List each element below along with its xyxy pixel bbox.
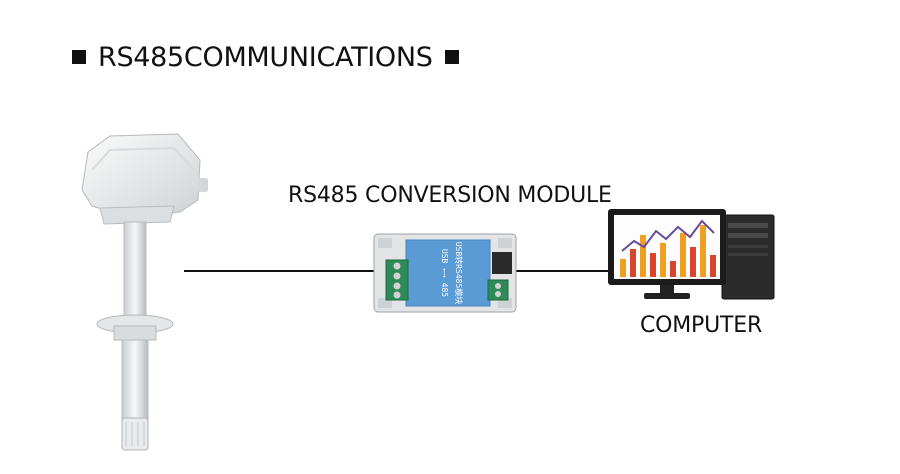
desktop-computer-icon (608, 209, 775, 300)
duct-sensor-icon (81, 133, 208, 451)
title-bullet-left (72, 50, 86, 64)
wire-module-to-computer (512, 270, 610, 272)
converter-module-icon: USB转RS485模块 USB ←→ 485 (373, 233, 517, 313)
section-title-row: RS485COMMUNICATIONS (72, 40, 459, 74)
computer-label: COMPUTER (640, 313, 763, 338)
module-label: RS485 CONVERSION MODULE (288, 183, 612, 208)
section-title: RS485COMMUNICATIONS (98, 41, 433, 73)
module-print-line2: USB ←→ 485 (440, 249, 449, 297)
title-bullet-right (444, 50, 459, 64)
wire-sensor-to-module (184, 270, 376, 272)
module-print-line1: USB转RS485模块 (454, 242, 464, 305)
